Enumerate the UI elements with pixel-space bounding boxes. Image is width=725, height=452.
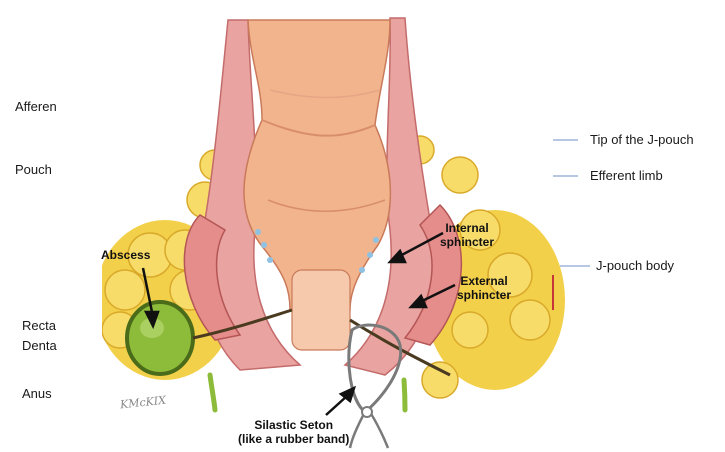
abscess-cavity (127, 302, 193, 374)
label-anus: Anus (22, 386, 52, 401)
left-mask (62, 90, 102, 410)
label-efferent-limb: Efferent limb (590, 168, 663, 183)
label-internal-line1: Internal (440, 221, 494, 235)
label-pouch: Pouch (15, 162, 52, 177)
label-seton-line2: (like a rubber band) (238, 432, 349, 446)
label-seton-line1: Silastic Seton (238, 418, 349, 432)
label-silastic-seton: Silastic Seton (like a rubber band) (238, 418, 349, 446)
j-pouch-lumen (244, 20, 390, 310)
label-internal-sphincter: Internal sphincter (440, 221, 494, 249)
label-dentate: Denta (22, 338, 57, 353)
label-external-line1: External (457, 274, 511, 288)
label-internal-line2: sphincter (440, 235, 494, 249)
label-external-sphincter: External sphincter (457, 274, 511, 302)
label-external-line2: sphincter (457, 288, 511, 302)
label-abscess: Abscess (101, 248, 150, 262)
anal-canal (292, 270, 350, 350)
label-afferent: Afferen (15, 99, 57, 114)
label-j-pouch-body: J-pouch body (596, 258, 674, 273)
label-tip-of-j-pouch: Tip of the J-pouch (590, 132, 694, 147)
label-rectal: Recta (22, 318, 56, 333)
